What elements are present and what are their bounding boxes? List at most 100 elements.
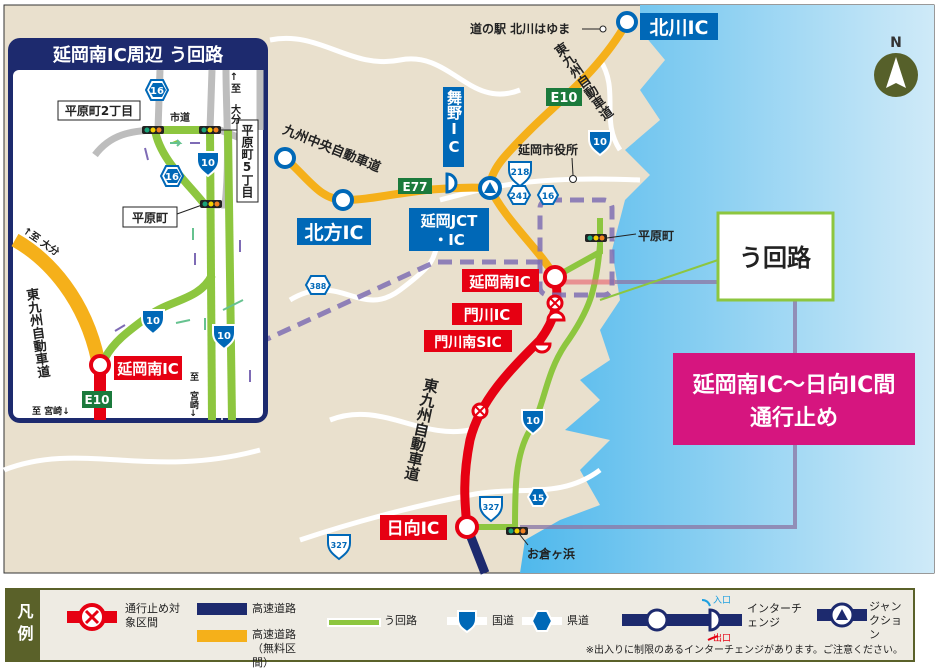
interchange-legend-icon bbox=[622, 599, 742, 641]
closure-legend-icon bbox=[67, 603, 117, 631]
shield-number: 218 bbox=[511, 168, 530, 178]
kitagawa-ic-label-box bbox=[640, 13, 718, 40]
national-road-shield-10: 10 bbox=[521, 409, 545, 436]
legend: 凡例 通行止め対象区間 高速道路 高速道路（無料区間） う回路 国道 県道 入口… bbox=[5, 588, 915, 669]
legend-entrance: 入口 bbox=[713, 596, 732, 606]
kitagawa-ic-label[interactable]: 北川IC bbox=[649, 17, 708, 39]
inset-ic-marker bbox=[89, 354, 111, 376]
inset-expressway bbox=[11, 233, 105, 362]
shield-number: 10 bbox=[526, 416, 540, 427]
national-road-shield-10: 10 bbox=[141, 309, 165, 336]
leader-line bbox=[176, 204, 203, 215]
national-road-shield-327: 327 bbox=[327, 534, 351, 561]
shield-number: 16 bbox=[150, 86, 164, 97]
legend-prefectural-road: 県道 bbox=[567, 614, 589, 627]
traffic-light-icon bbox=[585, 234, 607, 242]
detour-route bbox=[470, 218, 603, 530]
poi-dot bbox=[599, 25, 607, 33]
prefectural-road-shield-16: 16 bbox=[536, 185, 560, 205]
detour-legend-swatch bbox=[327, 618, 381, 627]
legend-expressway-free: 高速道路（無料区間） bbox=[252, 628, 296, 669]
inset-area-marker bbox=[537, 197, 615, 298]
north-arrow-icon: N bbox=[874, 35, 918, 97]
leader-line bbox=[571, 157, 574, 176]
maino-ic-label-box bbox=[443, 87, 464, 167]
prefectural-road-legend-icon bbox=[522, 610, 562, 632]
inset-leader-line bbox=[263, 259, 540, 343]
to-miyazaki-label: 至 宮崎↓ bbox=[32, 405, 70, 417]
legend-detour: う回路 bbox=[384, 614, 417, 627]
kadogawa-ic-label[interactable]: 門川IC bbox=[464, 306, 511, 324]
national-road-shield-10: 10 bbox=[588, 130, 612, 157]
kitakata-ic-label-box bbox=[297, 218, 371, 245]
kadogawa-ic-marker[interactable] bbox=[546, 310, 566, 322]
leader-line bbox=[519, 534, 529, 546]
to-miyazaki-label: 至 宮崎↓ bbox=[188, 372, 199, 419]
legend-national-road: 国道 bbox=[492, 614, 514, 627]
traffic-light-icon bbox=[199, 126, 221, 134]
maino-ic-half-marker[interactable] bbox=[445, 172, 458, 194]
kitakata-ic-marker[interactable] bbox=[332, 189, 354, 211]
hirahara-inset-label: 平原町 bbox=[132, 211, 168, 225]
junction-icon bbox=[484, 182, 496, 193]
inset-ic-label: 延岡南IC bbox=[116, 360, 179, 378]
kitagawa-ic-marker[interactable] bbox=[616, 11, 638, 33]
ic-marker bbox=[274, 147, 296, 169]
detour-callout-label: う回路 bbox=[739, 244, 812, 272]
kadogawa-minami-sic-label[interactable]: 門川南SIC bbox=[434, 334, 502, 351]
inset-title: 延岡南IC周辺 う回路 bbox=[52, 44, 224, 66]
inset-road-median bbox=[219, 129, 223, 421]
kadogawa-minami-sic-marker[interactable] bbox=[532, 342, 552, 354]
north-label: N bbox=[890, 35, 902, 51]
city-hall-label: 延岡市役所 bbox=[517, 142, 578, 157]
nobeoka-minami-ic-marker[interactable] bbox=[543, 265, 567, 289]
traffic-light-icon bbox=[506, 527, 528, 535]
shield-number: 10 bbox=[217, 331, 231, 342]
to-oita-label: ↑至 大分 bbox=[229, 72, 241, 125]
inset-map: 延岡南IC周辺 う回路 bbox=[8, 38, 268, 423]
nobeoka-minami-label-box bbox=[462, 269, 539, 292]
e10-label: E10 bbox=[85, 393, 110, 407]
legend-expressway: 高速道路 bbox=[252, 602, 296, 615]
maino-ic-label[interactable]: 舞野IC bbox=[445, 89, 463, 156]
local-roads bbox=[3, 36, 641, 543]
traffic-light-icon bbox=[200, 200, 222, 208]
nobeoka-jct-label-ic[interactable]: ・IC bbox=[433, 231, 465, 249]
closure-notice-box bbox=[673, 353, 915, 445]
okuragahama-label: お倉ヶ浜 bbox=[527, 546, 575, 561]
detour-callout-line bbox=[599, 259, 719, 301]
prefectural-road-shield-241: 241 bbox=[506, 185, 532, 205]
prefectural-road-shield-388: 388 bbox=[304, 275, 332, 295]
detour-callout-box bbox=[716, 211, 835, 302]
junction-legend-icon bbox=[817, 602, 867, 628]
hyuga-ic-label-box bbox=[380, 515, 447, 540]
closure-icon bbox=[546, 294, 564, 312]
nobeoka-minami-ic-label[interactable]: 延岡南IC bbox=[468, 273, 531, 291]
national-road-shield-10: 10 bbox=[196, 151, 220, 178]
e10-badge bbox=[546, 88, 582, 106]
national-road-shield-327: 327 bbox=[479, 496, 503, 523]
shield-number: 10 bbox=[146, 316, 160, 327]
leader-line bbox=[606, 233, 637, 239]
city-hall-dot bbox=[569, 175, 577, 183]
nobeoka-jct-label[interactable]: 延岡JCT bbox=[420, 212, 479, 230]
legend-closure: 通行止め対象区間 bbox=[125, 602, 180, 629]
legend-interchange: インターチェンジ bbox=[747, 602, 802, 629]
kadogawa-ic-label-box bbox=[452, 303, 522, 325]
prefectural-road-shield-16: 16 bbox=[159, 165, 185, 187]
kadogawa-minami-sic-label-box bbox=[424, 330, 512, 352]
inset-ic-label-box bbox=[114, 356, 182, 380]
expressway-legend-swatch bbox=[197, 603, 247, 615]
michinoeki-label: 道の駅 北川はゆま bbox=[470, 21, 570, 36]
e10-expressway-free bbox=[485, 20, 631, 280]
hyuga-ic-marker[interactable] bbox=[455, 515, 479, 539]
hyuga-ic-label[interactable]: 日向IC bbox=[387, 518, 440, 539]
e77-badge bbox=[398, 178, 432, 194]
shield-number: 327 bbox=[331, 541, 348, 550]
prefectural-road-shield-15: 15 bbox=[526, 487, 550, 507]
kitakata-ic-label[interactable]: 北方IC bbox=[304, 221, 363, 244]
label-box bbox=[57, 100, 141, 121]
legend-note: ※出入りに制限のあるインターチェンジがあります。ご注意ください。 bbox=[585, 645, 903, 656]
route-map: 218 241 16 10 388 10 15 327 327 道の駅 北川はゆ… bbox=[3, 4, 935, 575]
closure-notice-line1: 延岡南IC～日向IC間 bbox=[692, 372, 896, 398]
